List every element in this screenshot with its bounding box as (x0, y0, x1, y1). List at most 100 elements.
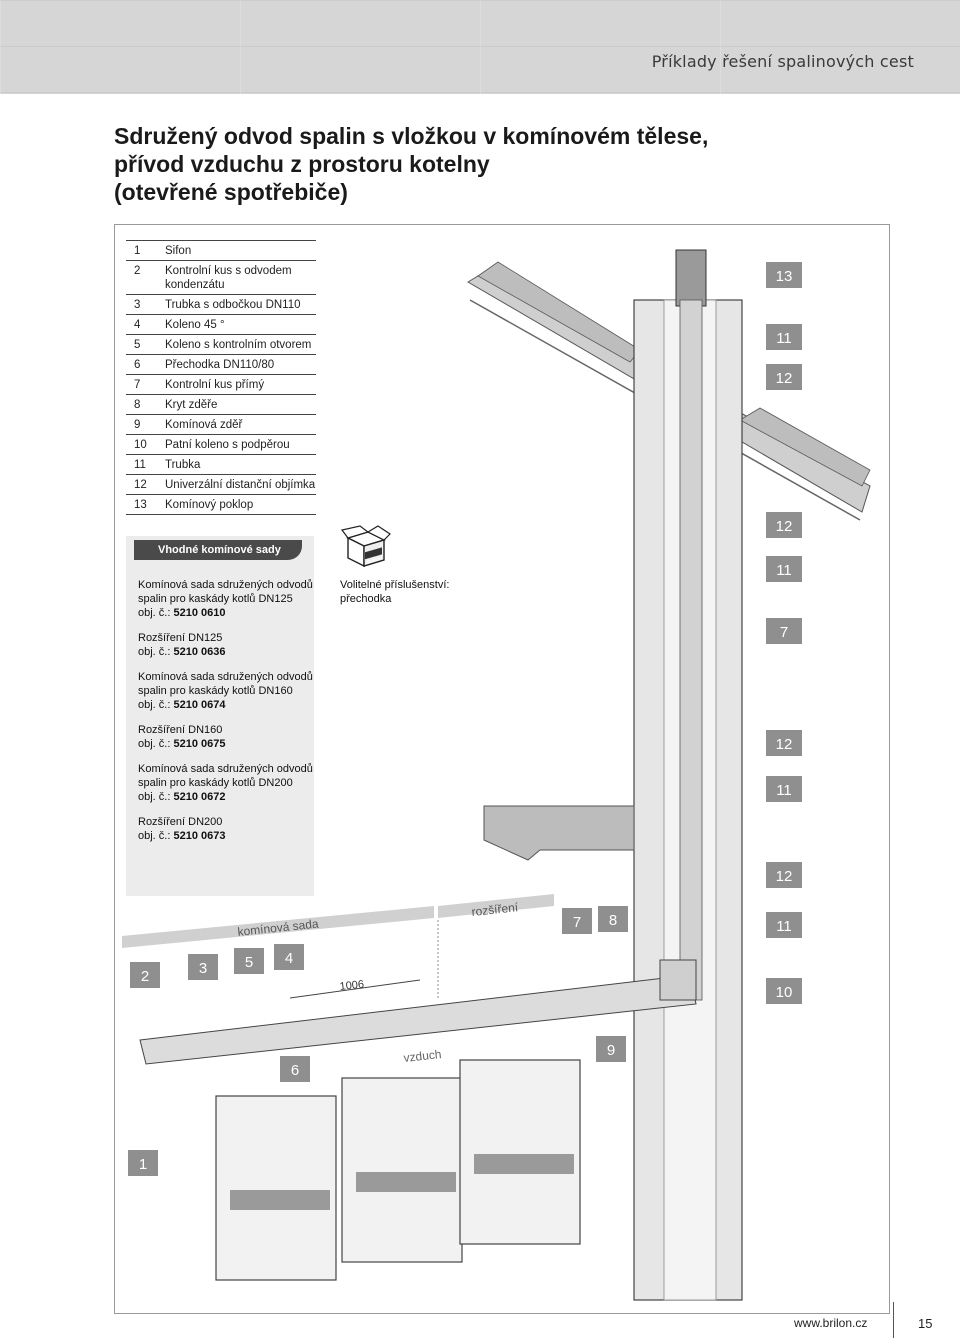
kit-desc: Rozšíření DN160 (138, 724, 223, 736)
kit-item: Rozšíření DN125 obj. č.: 5210 0636 (138, 631, 314, 659)
legend-item: 12 Univerzální distanční objímka (126, 474, 316, 494)
kit-desc: Komínová sada sdružených odvodů spalin p… (138, 671, 313, 697)
legend-num: 7 (134, 379, 141, 391)
order-number: 5210 0674 (173, 699, 226, 711)
kit-order: obj. č.: 5210 0610 (138, 606, 314, 620)
marker-2: 2 (141, 968, 149, 985)
kit-item: Rozšíření DN160 obj. č.: 5210 0675 (138, 723, 314, 751)
legend-num: 12 (134, 479, 147, 491)
legend-item: 10 Patní koleno s podpěrou (126, 434, 316, 454)
kit-desc: Komínová sada sdružených odvodů spalin p… (138, 763, 313, 789)
order-label: obj. č.: (138, 699, 171, 711)
order-label: obj. č.: (138, 646, 171, 658)
chimney-shaft (633, 249, 743, 1301)
legend-item: 11 Trubka (126, 454, 316, 474)
legend-label: Kryt zděře (165, 399, 218, 411)
marker-10: 10 (776, 984, 793, 1001)
section-title: Příklady řešení spalinových cest (651, 52, 914, 71)
legend-num: 9 (134, 419, 141, 431)
title-line-2: přívod vzduchu z prostoru kotelny (114, 151, 490, 177)
legend-label: Komínová zděř (165, 419, 243, 431)
legend-num: 11 (134, 459, 146, 471)
legend-item: 4 Koleno 45 ° (126, 314, 316, 334)
marker-8: 8 (609, 912, 617, 929)
footer-url: www.brilon.cz (794, 1316, 868, 1330)
legend-item: 3 Trubka s odbočkou DN110 (126, 294, 316, 314)
legend-num: 8 (134, 399, 141, 411)
marker-11: 11 (776, 562, 792, 579)
marker-13: 13 (776, 268, 793, 285)
footer-divider (893, 1302, 894, 1338)
legend-num: 13 (134, 499, 147, 511)
kit-order: obj. č.: 5210 0675 (138, 737, 314, 751)
order-number: 5210 0636 (173, 646, 226, 658)
marker-11: 11 (776, 782, 792, 799)
extension-label: rozšíření (471, 900, 520, 919)
legend-label: Patní koleno s podpěrou (165, 439, 290, 451)
marker-12: 12 (776, 736, 793, 753)
order-number: 5210 0673 (173, 830, 226, 842)
order-label: obj. č.: (138, 830, 171, 842)
marker-11: 11 (776, 330, 792, 347)
right-markers: 13 11 12 12 11 7 12 11 12 11 10 (766, 262, 802, 1004)
legend-label: Koleno 45 ° (165, 319, 225, 331)
title-line-3: (otevřené spotřebiče) (114, 179, 348, 205)
legend-item: 6 Přechodka DN110/80 (126, 354, 316, 374)
order-label: obj. č.: (138, 607, 171, 619)
legend-label: Trubka (165, 459, 201, 471)
marker-12: 12 (776, 868, 793, 885)
kit-item: Komínová sada sdružených odvodů spalin p… (138, 762, 314, 804)
kit-item: Komínová sada sdružených odvodů spalin p… (138, 670, 314, 712)
legend-label: Sifon (165, 245, 192, 257)
marker-3: 3 (199, 960, 207, 977)
legend-label: Univerzální distanční objímka (165, 479, 316, 491)
kit-desc: Rozšíření DN200 (138, 816, 223, 828)
figure-frame (114, 224, 890, 1314)
air-label: vzduch (403, 1047, 442, 1065)
legend-label: Kontrolní kus přímý (165, 379, 265, 391)
optional-accessories: Volitelné příslušenství: přechodka (340, 578, 500, 606)
kit-desc: Komínová sada sdružených odvodů spalin p… (138, 579, 313, 605)
header-pipe (139, 959, 697, 1065)
marker-4: 4 (285, 950, 293, 967)
order-number: 5210 0610 (173, 607, 226, 619)
floor-slab (483, 805, 635, 861)
page-title: Sdružený odvod spalin s vložkou v komíno… (114, 122, 754, 206)
kit-desc: Rozšíření DN125 (138, 632, 223, 644)
legend-num: 6 (134, 359, 141, 371)
marker-11: 11 (776, 918, 792, 935)
kit-order: obj. č.: 5210 0674 (138, 698, 314, 712)
legend-num: 5 (134, 339, 141, 351)
kit-order: obj. č.: 5210 0636 (138, 645, 314, 659)
order-number: 5210 0675 (173, 738, 226, 750)
marker-1: 1 (139, 1156, 147, 1173)
dimension-label: 1006 (339, 978, 365, 992)
optional-item: přechodka (340, 593, 392, 605)
legend-item: 9 Komínová zděř (126, 414, 316, 434)
optional-label: Volitelné příslušenství: (340, 579, 450, 591)
kits-header: Vhodné komínové sady (134, 540, 302, 560)
legend-num: 2 (134, 265, 141, 277)
marker-7: 7 (573, 914, 581, 931)
kits-panel: Vhodné komínové sady Komínová sada sdruž… (126, 536, 314, 896)
bottom-markers: 2 3 5 4 6 7 8 9 1 (128, 906, 628, 1176)
legend-label: Přechodka DN110/80 (165, 359, 275, 371)
kit-label: komínová sada (237, 917, 320, 939)
page-number: 15 (918, 1316, 933, 1331)
legend-label: Trubka s odbočkou DN110 (165, 299, 301, 311)
kit-item: Rozšíření DN200 obj. č.: 5210 0673 (138, 815, 314, 843)
header-band (0, 0, 960, 94)
installation-drawing: komínová sada rozšíření 1006 vzduch 13 1… (122, 249, 871, 1301)
legend-num: 10 (134, 439, 147, 451)
kit-item: Komínová sada sdružených odvodů spalin p… (138, 578, 314, 620)
legend-num: 3 (134, 299, 141, 311)
legend-item: 8 Kryt zděře (126, 394, 316, 414)
legend-item: 7 Kontrolní kus přímý (126, 374, 316, 394)
marker-12: 12 (776, 518, 793, 535)
legend-num: 4 (134, 319, 141, 331)
boilers (215, 1059, 581, 1281)
kits-list: Komínová sada sdružených odvodů spalin p… (138, 578, 314, 854)
